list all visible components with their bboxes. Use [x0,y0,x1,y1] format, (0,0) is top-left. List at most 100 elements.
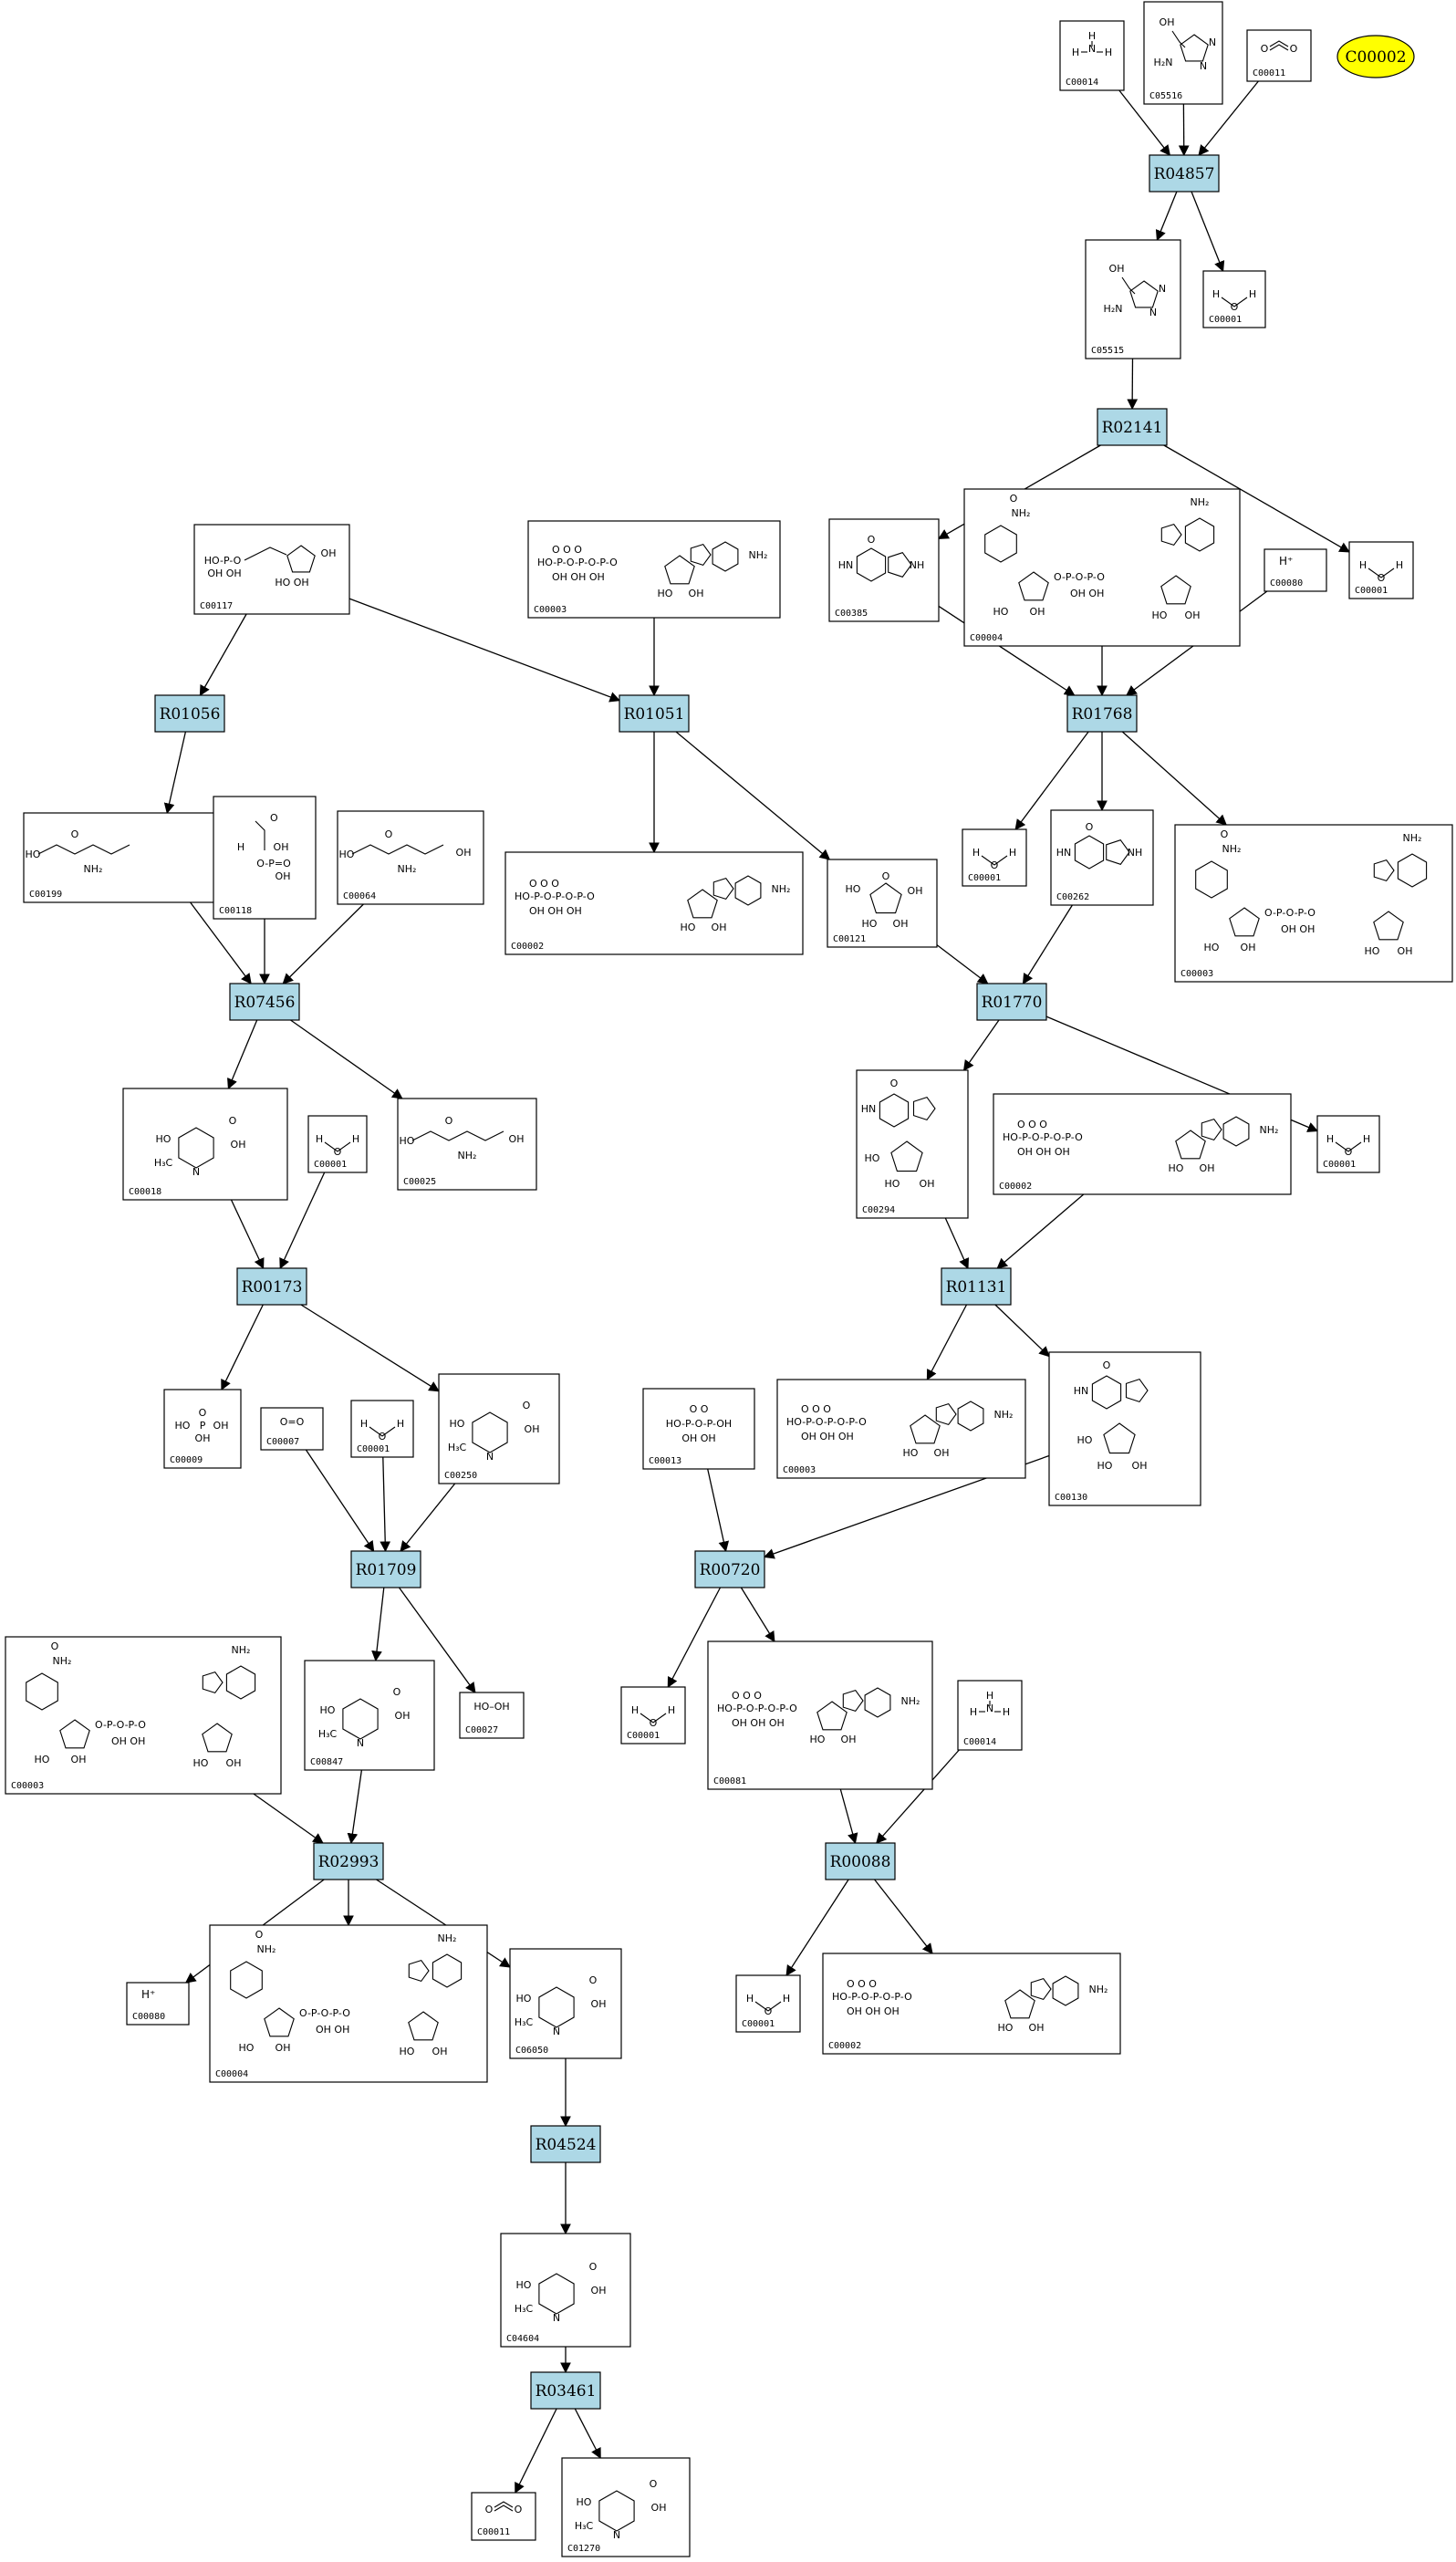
reaction-box[interactable] [1066,694,1138,733]
reaction-box[interactable] [350,1550,421,1588]
reaction-node-r03461[interactable]: R03461 [530,2371,601,2410]
reaction-node-r02141[interactable]: R02141 [1097,408,1168,446]
compound-box[interactable] [1246,29,1312,82]
compound-box[interactable] [963,488,1241,647]
reaction-box[interactable] [976,983,1047,1021]
compound-box[interactable] [1174,824,1453,983]
compound-node-c00080[interactable]: H⁺C00080 [1264,548,1327,592]
compound-box[interactable] [822,1953,1121,2055]
compound-box[interactable] [561,2457,691,2557]
reaction-box[interactable] [694,1550,765,1588]
compound-box[interactable] [527,520,781,619]
compound-box[interactable] [962,828,1027,887]
compound-box[interactable] [350,1400,414,1458]
compound-box[interactable] [260,1407,324,1451]
reaction-node-r07456[interactable]: R07456 [229,983,300,1021]
compound-box[interactable] [500,2233,631,2348]
reaction-box[interactable] [236,1267,307,1306]
reaction-node-r04524[interactable]: R04524 [530,2125,601,2163]
compound-box[interactable] [707,1640,933,1790]
compound-box[interactable] [827,859,938,948]
compound-box[interactable] [1050,809,1154,906]
compound-box[interactable] [209,1924,488,2083]
compound-box[interactable] [776,1379,1026,1479]
reaction-node-r01770[interactable]: R01770 [976,983,1047,1021]
reaction-node-r01131[interactable]: R01131 [941,1267,1012,1306]
compound-box[interactable] [1048,1351,1201,1506]
reaction-node-r01051[interactable]: R01051 [619,694,690,733]
compound-box[interactable] [957,1680,1023,1751]
compound-box[interactable] [828,518,940,622]
compound-box[interactable] [1264,548,1327,592]
compound-box[interactable] [1059,20,1125,91]
compound-box[interactable] [213,796,317,920]
compound-box[interactable] [307,1115,368,1173]
compound-box[interactable] [993,1093,1292,1195]
compound-box[interactable] [126,1982,190,2026]
compound-box[interactable] [471,2492,536,2541]
reaction-box[interactable] [1149,154,1220,193]
compound-box[interactable] [163,1389,242,1469]
compound-box[interactable] [459,1692,525,1739]
compound-box[interactable] [438,1373,560,1484]
reaction-box[interactable] [825,1842,896,1880]
reaction-node-r01056[interactable]: R01056 [154,694,225,733]
compound-box[interactable] [397,1098,537,1191]
reaction-box[interactable] [619,694,690,733]
reaction-node-r00088[interactable]: R00088 [825,1842,896,1880]
reaction-box[interactable] [313,1842,384,1880]
compound-box[interactable] [5,1636,282,1795]
reaction-box[interactable] [154,694,225,733]
compound-box[interactable] [504,851,804,955]
reaction-node-r04857[interactable]: R04857 [1149,154,1220,193]
compound-box[interactable] [337,810,484,905]
compound-box[interactable] [509,1948,622,2059]
reaction-box[interactable] [229,983,300,1021]
reaction-node-r02993[interactable]: R02993 [313,1842,384,1880]
reaction-node-r00173[interactable]: R00173 [236,1267,307,1306]
compound-box[interactable] [304,1660,435,1771]
compound-box[interactable] [620,1686,686,1744]
compound-box[interactable] [1348,541,1414,599]
reaction-node-r01709[interactable]: R01709 [350,1550,421,1588]
reaction-box[interactable] [530,2371,601,2410]
compound-box[interactable] [735,1974,801,2033]
reaction-box[interactable] [941,1267,1012,1306]
